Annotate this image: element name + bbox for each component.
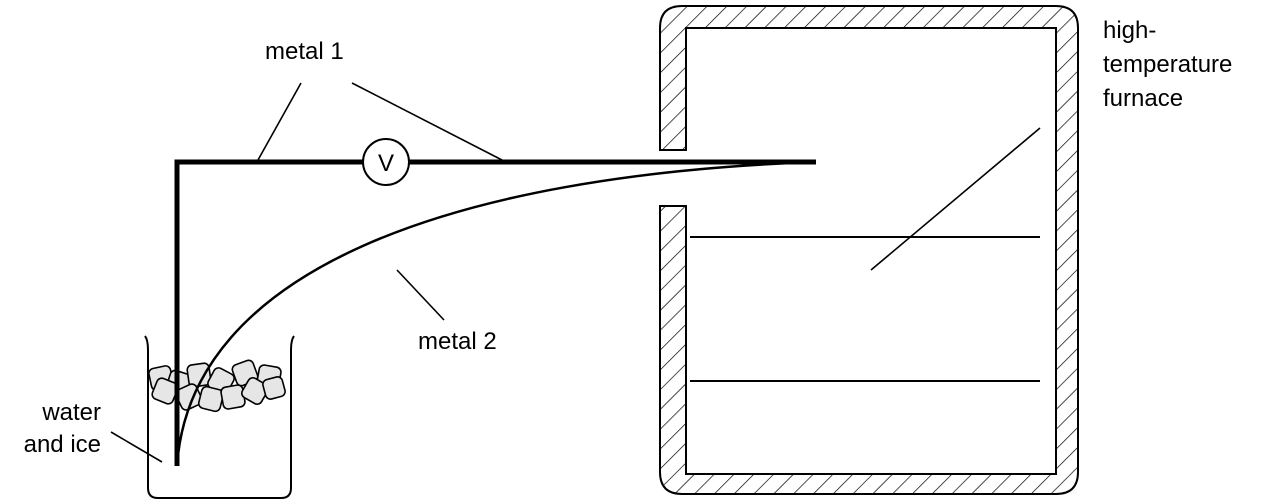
furnace-label-line2: temperature [1103,51,1232,78]
ice-cube [241,377,269,405]
ice-cube [197,385,225,413]
water-ice-leader [110,431,163,463]
metal-2-wire [175,160,817,467]
leader-lines [110,82,1041,463]
metal-2-label: metal 2 [418,328,497,355]
furnace-label-line3: furnace [1103,85,1183,112]
voltmeter-circle [362,138,410,186]
metal-1-leader-right [351,82,503,161]
voltmeter: V [362,138,410,186]
furnace [659,5,1079,495]
ice-cube [220,384,246,410]
beaker-outline [144,335,295,499]
voltmeter-symbol: V [378,150,394,177]
ice-cube [186,362,212,388]
beaker [144,335,295,499]
furnace-wall [659,5,1079,495]
water-ice-label-line2: and ice [24,431,101,458]
metal-1-wire [174,159,816,466]
metal-1-label: metal 1 [265,38,344,65]
metal-2-leader [396,269,445,321]
furnace-label-line1: high- [1103,17,1156,44]
furnace-leader [870,127,1041,271]
ice-cubes [148,359,286,413]
ice-cube [262,376,286,400]
metal-1-leader-left [257,82,302,161]
water-ice-label-line1: water [41,399,101,426]
